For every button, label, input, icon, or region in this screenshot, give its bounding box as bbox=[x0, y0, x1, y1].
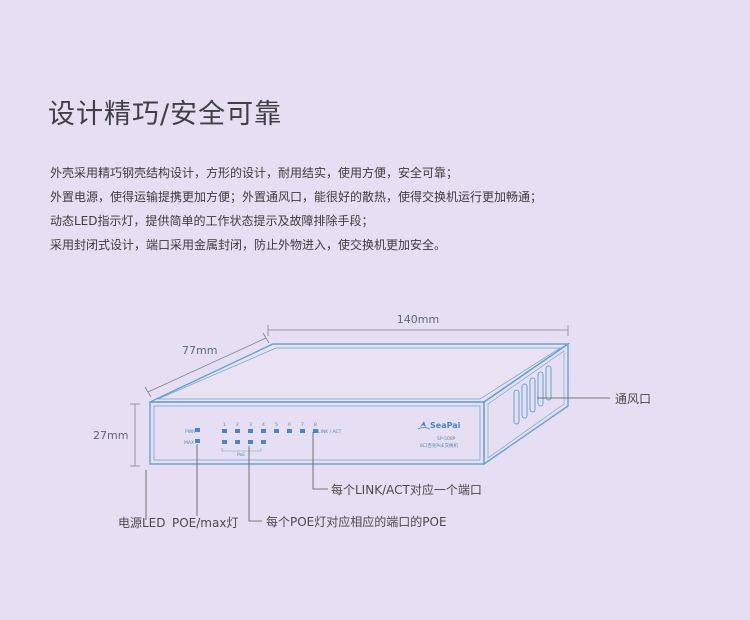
description-line: 采用封闭式设计，端口采用金属封闭，防止外物进入，使交换机更加安全。 bbox=[50, 238, 447, 252]
power-led bbox=[195, 428, 200, 432]
switch-body bbox=[149, 342, 571, 466]
vent-callout: 通风口 bbox=[615, 392, 651, 406]
model-name: SP-508P bbox=[437, 436, 456, 442]
width-label: 77mm bbox=[182, 344, 217, 357]
max-led bbox=[195, 439, 200, 443]
poe-led bbox=[248, 440, 253, 444]
pwr-label: PWR bbox=[185, 429, 195, 435]
port-leds: 1 2 3 4 5 6 7 8 bbox=[222, 422, 318, 444]
power-led-callout: 电源LED bbox=[118, 516, 166, 530]
description-line: 外置电源，使得运输提携更加方便；外置通风口，能很好的散热，使得交换机运行更加畅通… bbox=[50, 190, 543, 204]
seapai-logo-icon bbox=[417, 421, 431, 430]
link-act-led bbox=[274, 429, 279, 433]
poe-max-callout: POE/max灯 bbox=[172, 516, 238, 530]
poe-label: PoE bbox=[237, 452, 245, 458]
page-title: 设计精巧/安全可靠 bbox=[48, 99, 283, 130]
dimension-length: 140mm bbox=[267, 313, 569, 336]
vent-slots bbox=[513, 365, 552, 425]
length-label: 140mm bbox=[397, 313, 439, 326]
brand-name: SeaPai bbox=[430, 421, 461, 430]
port-number-label: 5 bbox=[275, 422, 278, 428]
link-act-led bbox=[287, 429, 292, 433]
description-line: 动态LED指示灯，提供简单的工作状态提示及故障排除手段； bbox=[50, 214, 374, 228]
callout-lines bbox=[145, 397, 610, 522]
link-act-led bbox=[235, 429, 240, 433]
link-act-led bbox=[300, 429, 305, 433]
max-label: MAX bbox=[184, 440, 194, 446]
port-number-label: 7 bbox=[301, 422, 304, 428]
description-line: 外壳采用精巧钢壳结构设计，方形的设计，耐用结实，使用方便，安全可靠； bbox=[50, 166, 459, 180]
front-panel: PWR MAX 1 2 3 4 5 6 7 8 LINK / ACT PoE SeaPai S… bbox=[184, 421, 461, 458]
port-number-label: 1 bbox=[223, 422, 226, 428]
description: 外壳采用精巧钢壳结构设计，方形的设计，耐用结实，使用方便，安全可靠； 外置电源，… bbox=[50, 161, 710, 257]
link-act-led bbox=[248, 429, 253, 433]
link-act-callout: 每个LINK/ACT对应一个端口 bbox=[331, 482, 482, 497]
link-act-led bbox=[222, 429, 227, 433]
link-act-label: LINK / ACT bbox=[318, 429, 342, 435]
port-number-label: 4 bbox=[262, 422, 265, 428]
dimension-height: 27mm bbox=[93, 403, 140, 467]
port-number-label: 3 bbox=[249, 422, 252, 428]
link-act-led bbox=[261, 429, 266, 433]
link-act-led bbox=[313, 429, 318, 433]
height-label: 27mm bbox=[93, 429, 128, 442]
port-number-label: 6 bbox=[288, 422, 291, 428]
poe-port-callout: 每个POE灯对应相应的端口的POE bbox=[266, 514, 447, 529]
model-subtitle: 8口百兆PoE交换机 bbox=[420, 442, 459, 449]
dimension-width: 77mm bbox=[144, 332, 270, 398]
poe-led bbox=[261, 440, 266, 444]
port-number-label: 2 bbox=[236, 422, 239, 428]
poe-led bbox=[235, 440, 240, 444]
port-number-label: 8 bbox=[314, 422, 317, 428]
poe-led bbox=[222, 440, 227, 444]
